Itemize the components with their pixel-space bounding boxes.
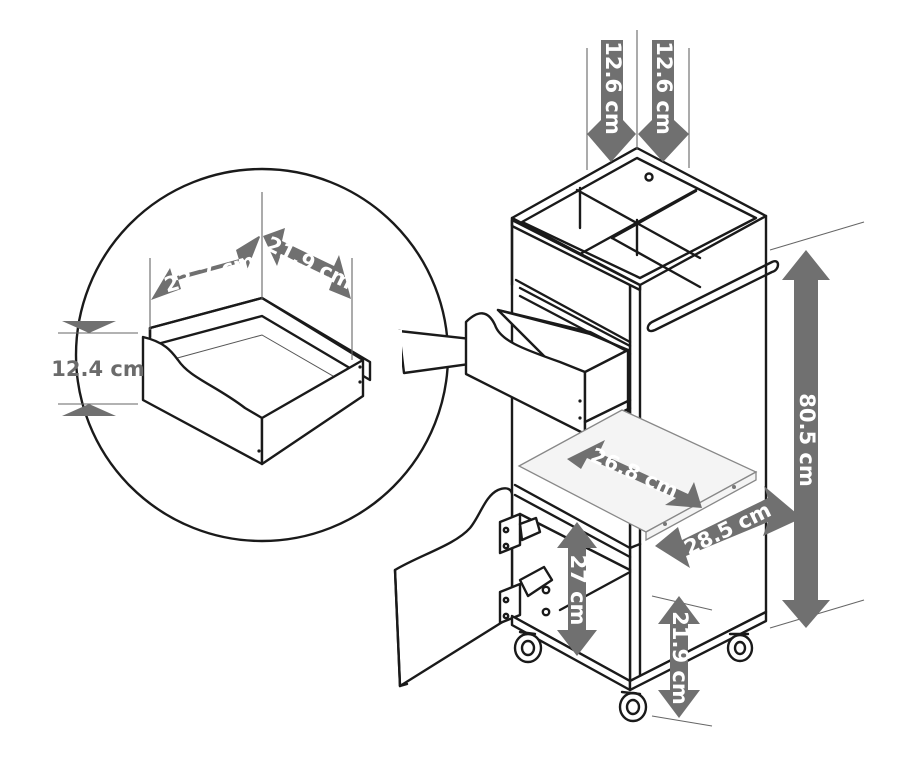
towel-bar: [646, 260, 780, 333]
dim-total-height: 80.5 cm: [782, 250, 830, 628]
dim-drawer-height-label: 12.4 cm: [51, 357, 144, 381]
dim-drawer-height: 12.4 cm: [51, 321, 145, 416]
hinge-lower: [498, 565, 554, 625]
dim-compartment-right: 12.6 cm: [638, 40, 689, 162]
dim-cabinet-height: 27 cm: [557, 522, 597, 656]
detail-drawer: [141, 296, 372, 466]
cabinet-door: [393, 487, 514, 688]
hinge-upper: [498, 512, 542, 555]
caster-wheels: [513, 630, 754, 723]
dim-compartment-right-label: 12.6 cm: [652, 41, 676, 134]
dim-base-height-label: 21.9 cm: [668, 611, 692, 704]
dim-compartment-left: 12.6 cm: [587, 40, 636, 162]
dim-base-height: 21.9 cm: [658, 596, 700, 718]
dim-compartment-left-label: 12.6 cm: [601, 41, 625, 134]
cabinet-drawer: [464, 308, 630, 436]
drawer-detail-callout: 23.7 cm 21.9 cm 12.4 cm: [51, 167, 573, 543]
dim-total-height-label: 80.5 cm: [795, 393, 819, 486]
dim-cabinet-height-label: 27 cm: [566, 555, 590, 626]
